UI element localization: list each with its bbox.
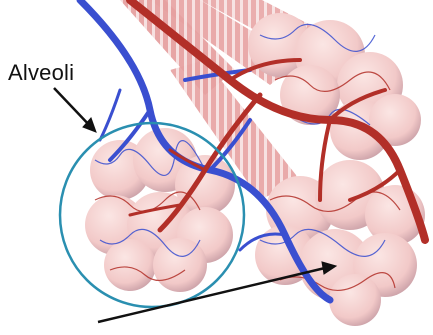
alveoli-label: Alveoli — [8, 60, 74, 86]
label-arrow — [54, 88, 96, 132]
